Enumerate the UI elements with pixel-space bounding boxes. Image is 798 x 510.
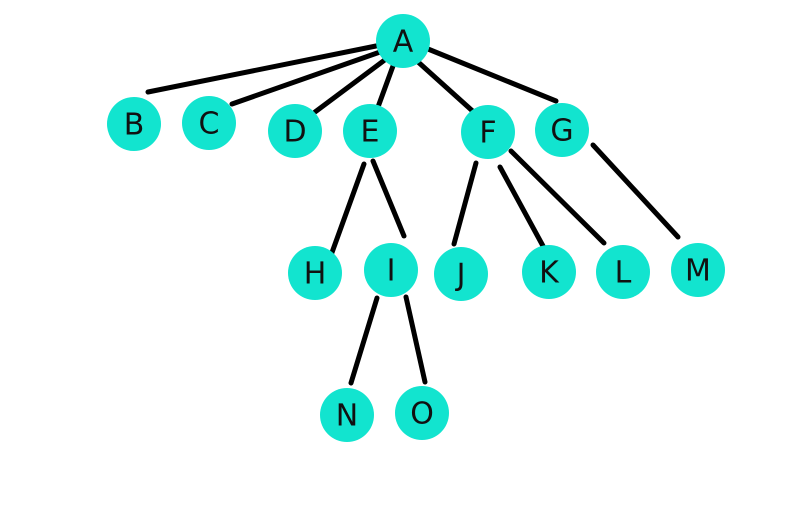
node-circle	[434, 247, 488, 301]
node-label: G	[550, 114, 573, 149]
node-l: L	[596, 245, 650, 299]
node-label: D	[283, 115, 306, 150]
node-label: K	[539, 256, 560, 291]
edge-i-n	[348, 295, 380, 386]
edge-g-m	[590, 142, 681, 240]
node-circle	[395, 386, 449, 440]
node-j: J	[434, 247, 488, 301]
node-label: N	[336, 399, 358, 434]
edge-a-c	[229, 49, 383, 107]
node-label: J	[455, 258, 466, 293]
edges-layer	[145, 43, 681, 386]
node-d: D	[268, 104, 322, 158]
node-e: E	[343, 104, 397, 158]
node-circle	[268, 104, 322, 158]
node-label: F	[479, 116, 496, 151]
node-label: C	[199, 107, 220, 142]
node-circle	[288, 246, 342, 300]
node-h: H	[288, 246, 342, 300]
node-circle	[522, 245, 576, 299]
edge-e-i	[370, 158, 407, 239]
node-c: C	[182, 96, 236, 150]
edge-f-j	[451, 160, 479, 247]
node-label: O	[410, 397, 434, 432]
node-circle	[596, 245, 650, 299]
node-a: A	[376, 14, 430, 68]
node-label: L	[615, 256, 632, 291]
edge-f-l	[508, 148, 607, 246]
node-o: O	[395, 386, 449, 440]
node-label: E	[361, 115, 380, 150]
nodes-layer: A B C D E F G H I J K L M N O	[107, 14, 725, 442]
node-circle	[376, 14, 430, 68]
node-circle	[535, 103, 589, 157]
edge-a-b	[145, 43, 379, 95]
edge-a-e	[375, 63, 396, 110]
node-n: N	[320, 388, 374, 442]
node-circle	[107, 97, 161, 151]
node-label: I	[387, 254, 396, 289]
node-circle	[343, 104, 397, 158]
node-b: B	[107, 97, 161, 151]
edge-e-h	[327, 161, 367, 261]
node-i: I	[364, 243, 418, 297]
edge-a-d	[312, 56, 389, 115]
edge-a-f	[414, 58, 480, 118]
node-f: F	[461, 105, 515, 159]
node-label: A	[393, 25, 414, 60]
edge-f-k	[497, 164, 546, 249]
node-m: M	[671, 243, 725, 297]
node-circle	[461, 105, 515, 159]
node-k: K	[522, 245, 576, 299]
edge-i-o	[403, 294, 428, 385]
node-circle	[320, 388, 374, 442]
node-circle	[182, 96, 236, 150]
node-label: B	[124, 108, 145, 143]
node-label: M	[685, 254, 711, 289]
node-circle	[364, 243, 418, 297]
node-g: G	[535, 103, 589, 157]
node-circle	[671, 243, 725, 297]
edge-a-g	[425, 46, 559, 104]
node-label: H	[304, 257, 327, 292]
